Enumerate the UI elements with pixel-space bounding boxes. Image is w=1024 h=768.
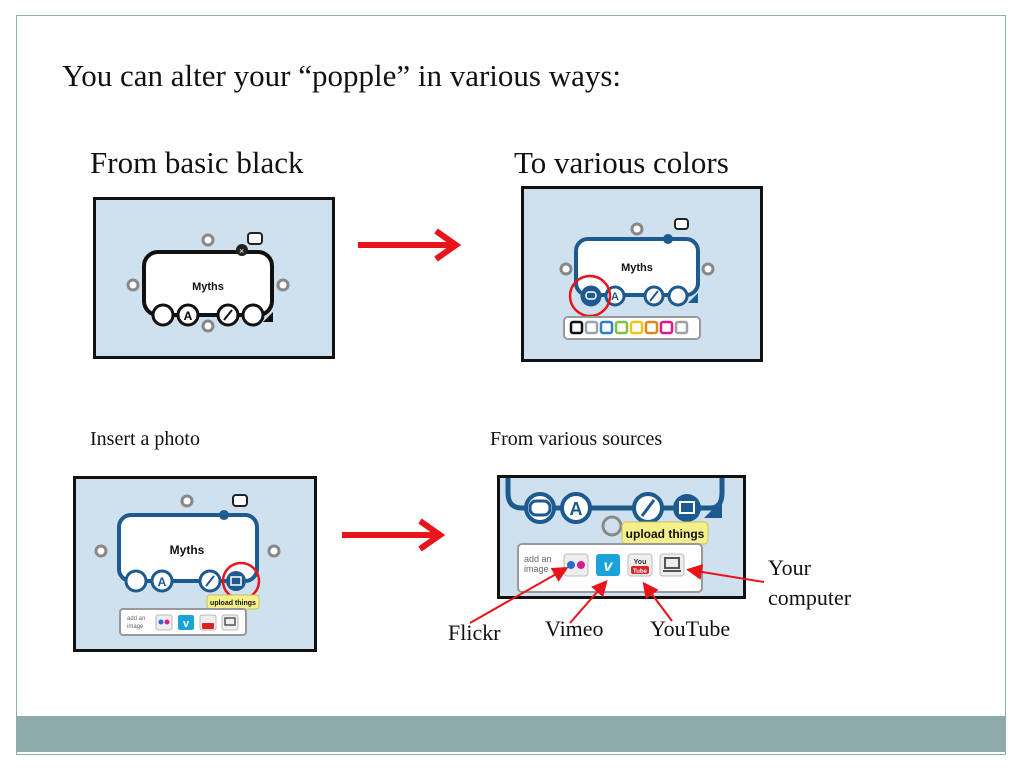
svg-text:You: You [634,559,647,566]
popple-insert-photo-screenshot: Myths A upload things add an image v [73,476,317,652]
svg-text:A: A [570,499,583,519]
svg-text:Myths: Myths [170,543,205,557]
insert-photo-label: Insert a photo [90,428,200,450]
arrow-right-icon [358,228,462,262]
svg-text:image: image [524,564,549,574]
svg-text:A: A [184,309,193,323]
upload-sources-screenshot: A upload things add an image v You Tube [497,475,746,599]
footer-band [16,716,1006,752]
svg-text:add an: add an [524,554,552,564]
slide-frame [16,15,1006,755]
popple-name: Myths [192,281,224,293]
svg-text:Myths: Myths [621,262,653,274]
svg-text:v: v [604,558,614,575]
arrow-right-icon [342,518,446,552]
vimeo-label: Vimeo [545,616,604,641]
popple-black-screenshot: × Myths A [93,197,335,359]
flickr-label: Flickr [448,620,501,645]
svg-text:Tube: Tube [633,569,648,575]
callout-arrows [469,567,673,624]
svg-text:v: v [183,618,190,630]
youtube-label: YouTube [650,616,731,641]
from-heading: From basic black [90,145,304,180]
svg-text:upload things: upload things [626,527,705,541]
computer-label-line2: computer [768,585,852,610]
svg-text:A: A [158,575,167,589]
computer-label-line1: Your [768,555,812,580]
svg-text:×: × [239,246,244,256]
svg-text:upload things: upload things [210,600,256,607]
slide-title: You can alter your “popple” in various w… [62,58,622,93]
popple-color-screenshot: Myths A [521,186,763,362]
to-heading: To various colors [514,145,729,180]
callout-arrow-computer [686,564,765,583]
svg-text:add an: add an [127,616,145,622]
svg-text:A: A [611,291,619,303]
svg-text:image: image [127,624,144,630]
sources-label: From various sources [490,428,663,450]
